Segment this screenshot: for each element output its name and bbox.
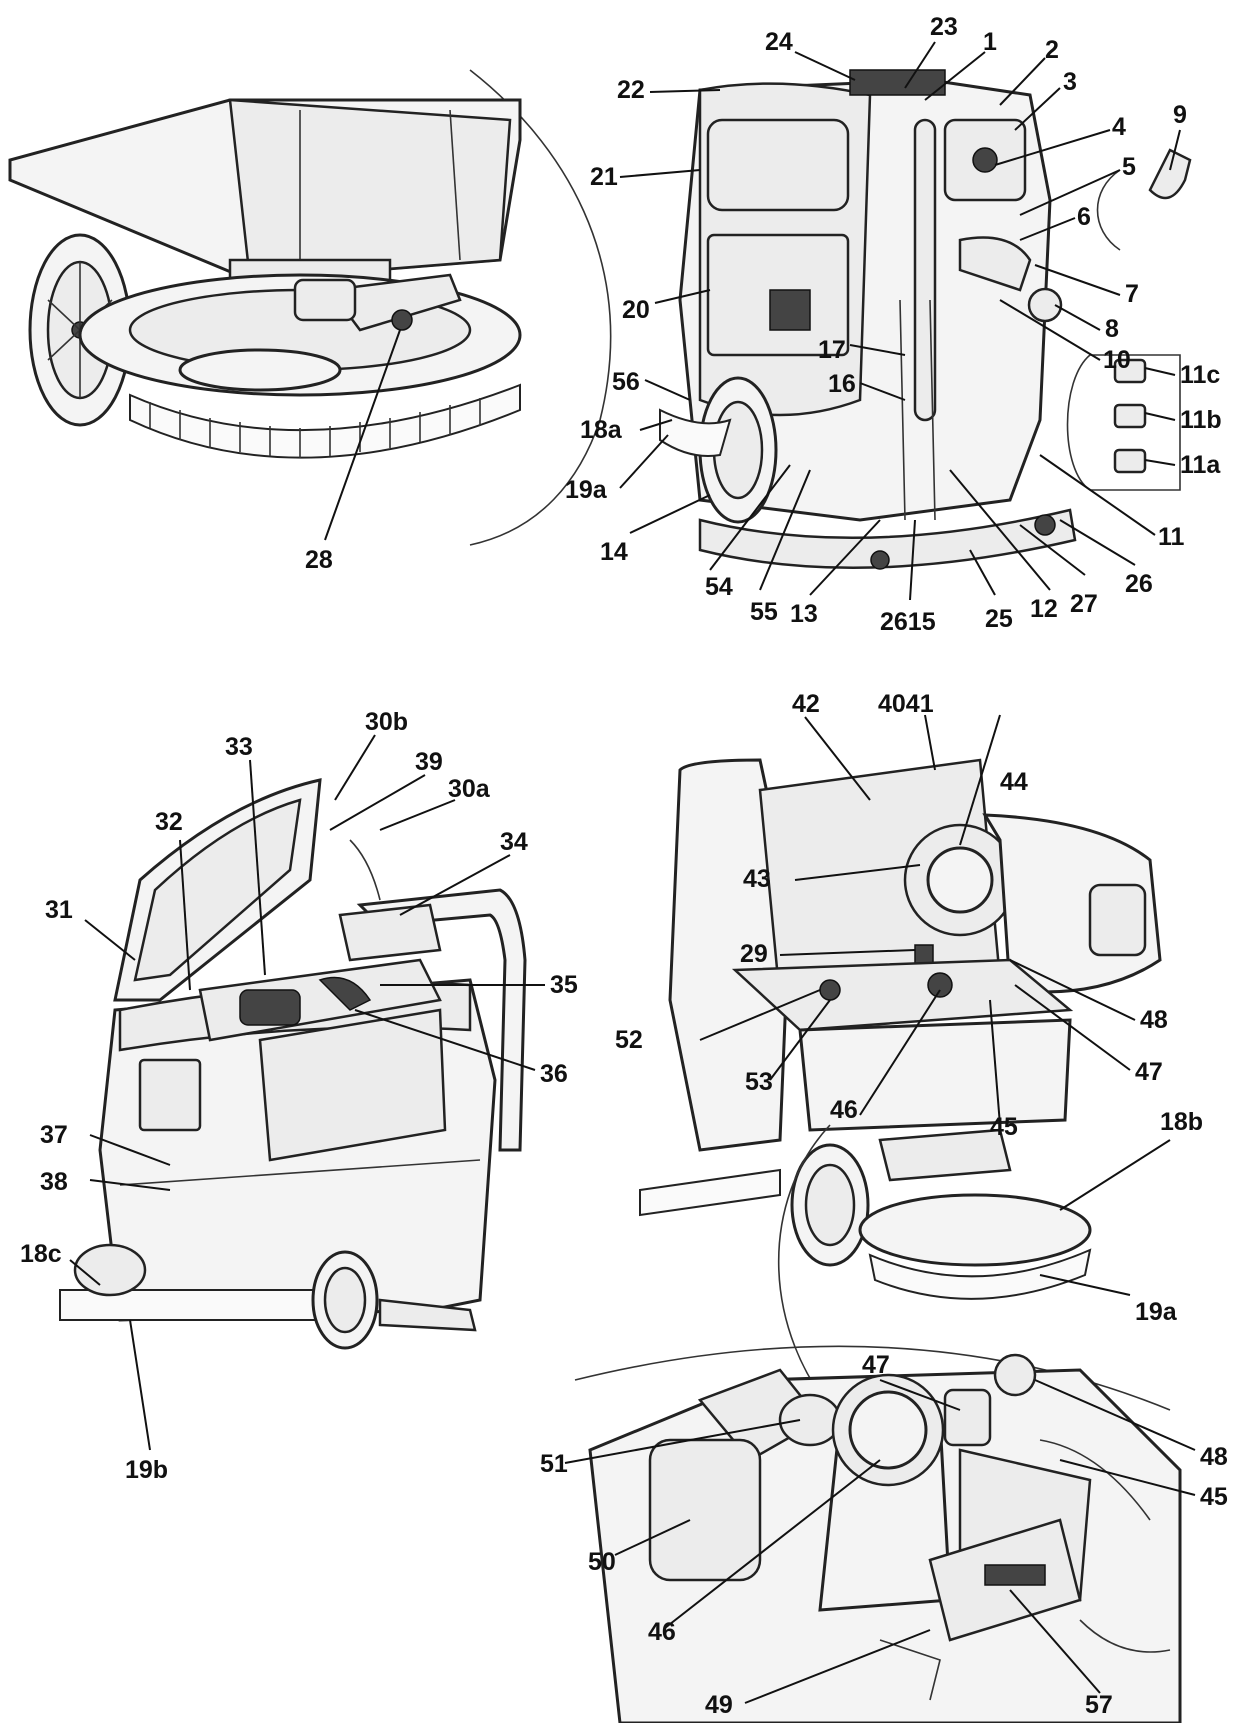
callout: 3 bbox=[1063, 68, 1077, 96]
tank-interior-detail-view bbox=[574, 1345, 1182, 1725]
callout: 35 bbox=[550, 971, 578, 999]
callout: 48 bbox=[1200, 1443, 1228, 1471]
callout: 33 bbox=[225, 733, 253, 761]
callout: 19a bbox=[1135, 1298, 1178, 1326]
callout: 26 bbox=[1125, 570, 1153, 598]
callout: 48 bbox=[1140, 1006, 1168, 1034]
callout: 39 bbox=[415, 748, 443, 776]
callout: 11a bbox=[1180, 451, 1221, 479]
callout: 43 bbox=[743, 865, 771, 893]
callout: 45 bbox=[1200, 1483, 1228, 1511]
callout: 24 bbox=[765, 28, 793, 56]
callout: 30b bbox=[365, 708, 408, 736]
callout: 57 bbox=[1085, 1691, 1113, 1719]
callout: 47 bbox=[862, 1351, 890, 1379]
callout: 55 bbox=[750, 598, 778, 626]
callout: 1 bbox=[983, 28, 997, 56]
callout: 2615 bbox=[880, 608, 936, 636]
callout: 53 bbox=[745, 1068, 773, 1096]
callout: 50 bbox=[588, 1548, 616, 1576]
callout: 45 bbox=[990, 1113, 1018, 1141]
callout: 9 bbox=[1173, 101, 1187, 129]
brush-head-detail-view bbox=[8, 69, 612, 546]
machine-rear-view bbox=[659, 69, 1192, 570]
callout: 22 bbox=[617, 76, 645, 104]
callout: 27 bbox=[1070, 590, 1098, 618]
callout: 5 bbox=[1122, 153, 1136, 181]
callout: 56 bbox=[612, 368, 640, 396]
callout: 49 bbox=[705, 1691, 733, 1719]
callout: 18c bbox=[20, 1240, 62, 1268]
callout: 4041 bbox=[878, 690, 934, 718]
callout: 32 bbox=[155, 808, 183, 836]
callout: 25 bbox=[985, 605, 1013, 633]
machine-compartment-view bbox=[639, 758, 1162, 1421]
callout: 6 bbox=[1077, 203, 1091, 231]
callout: 42 bbox=[792, 690, 820, 718]
callout: 4 bbox=[1112, 113, 1126, 141]
callout: 54 bbox=[705, 573, 733, 601]
callout: 46 bbox=[648, 1618, 676, 1646]
callout: 20 bbox=[622, 296, 650, 324]
callout: 16 bbox=[828, 370, 856, 398]
callout: 7 bbox=[1125, 280, 1139, 308]
callout: 19b bbox=[125, 1456, 168, 1484]
callout: 2 bbox=[1045, 36, 1059, 64]
callout: 14 bbox=[600, 538, 628, 566]
callout: 34 bbox=[500, 828, 528, 856]
callout: 36 bbox=[540, 1060, 568, 1088]
callout-labels: 23 24 1 2 22 3 9 4 21 5 6 7 20 8 17 10 5… bbox=[20, 13, 1228, 1719]
callout: 11b bbox=[1180, 406, 1222, 434]
callout: 46 bbox=[830, 1096, 858, 1124]
callout: 52 bbox=[615, 1026, 643, 1054]
callout: 31 bbox=[45, 896, 73, 924]
callout: 37 bbox=[40, 1121, 68, 1149]
machine-open-lid-view bbox=[59, 778, 527, 1350]
callout: 17 bbox=[818, 336, 846, 364]
leader-lines bbox=[69, 41, 1196, 1704]
callout: 21 bbox=[590, 163, 618, 191]
callout: 12 bbox=[1030, 595, 1058, 623]
callout: 23 bbox=[930, 13, 958, 41]
callout: 8 bbox=[1105, 315, 1119, 343]
callout: 44 bbox=[1000, 768, 1028, 796]
callout: 30a bbox=[448, 775, 491, 803]
callout: 19a bbox=[565, 476, 608, 504]
callout: 47 bbox=[1135, 1058, 1163, 1086]
callout: 18a bbox=[580, 416, 623, 444]
callout: 11 bbox=[1158, 523, 1185, 551]
callout: 13 bbox=[790, 600, 818, 628]
callout: 10 bbox=[1103, 346, 1131, 374]
callout: 29 bbox=[740, 940, 768, 968]
callout: 18b bbox=[1160, 1108, 1203, 1136]
callout: 38 bbox=[40, 1168, 68, 1196]
callout: 51 bbox=[540, 1450, 568, 1478]
callout: 11c bbox=[1180, 361, 1220, 389]
callout: 28 bbox=[305, 546, 333, 574]
